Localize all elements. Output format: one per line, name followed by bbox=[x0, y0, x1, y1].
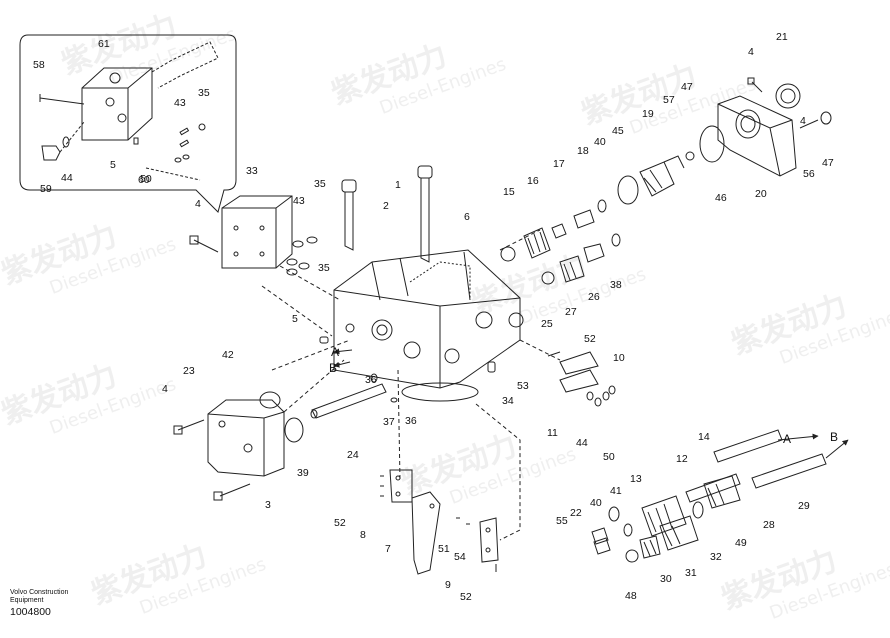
callout-51: 51 bbox=[438, 543, 450, 555]
callout-50: 50 bbox=[140, 173, 152, 185]
callout-35: 35 bbox=[314, 178, 326, 190]
callout-55: 55 bbox=[556, 515, 568, 527]
callout-33: 33 bbox=[246, 165, 258, 177]
callout-17: 17 bbox=[553, 158, 565, 170]
callout-28: 28 bbox=[763, 519, 775, 531]
callout-61: 61 bbox=[98, 38, 110, 50]
callout-9: 9 bbox=[445, 579, 451, 591]
callout-31: 31 bbox=[685, 567, 697, 579]
callout-5: 5 bbox=[110, 159, 116, 171]
callout-36: 36 bbox=[365, 374, 377, 386]
callout-4: 4 bbox=[195, 198, 201, 210]
callout-57: 57 bbox=[663, 94, 675, 106]
callout-29: 29 bbox=[798, 500, 810, 512]
callout-50: 50 bbox=[603, 451, 615, 463]
callout-12: 12 bbox=[676, 453, 688, 465]
callout-14: 14 bbox=[698, 431, 710, 443]
callout-43: 43 bbox=[293, 195, 305, 207]
callout-18: 18 bbox=[577, 145, 589, 157]
callout-15: 15 bbox=[503, 186, 515, 198]
flow-marker-a: A bbox=[783, 432, 791, 446]
callout-38: 38 bbox=[610, 279, 622, 291]
callout-23: 23 bbox=[183, 365, 195, 377]
callout-4: 4 bbox=[162, 383, 168, 395]
callout-56: 56 bbox=[803, 168, 815, 180]
drawing-id: 1004800 bbox=[10, 606, 51, 618]
callout-34: 34 bbox=[502, 395, 514, 407]
callout-60: 60 bbox=[138, 174, 150, 186]
callout-13: 13 bbox=[630, 473, 642, 485]
callout-21: 21 bbox=[776, 31, 788, 43]
callout-32: 32 bbox=[710, 551, 722, 563]
callout-44: 44 bbox=[576, 437, 588, 449]
callout-25: 25 bbox=[541, 318, 553, 330]
callout-49: 49 bbox=[735, 537, 747, 549]
manufacturer-caption: Volvo Construction Equipment bbox=[10, 589, 69, 604]
flow-marker-b: B bbox=[830, 430, 838, 444]
flow-marker-labels: A B A B bbox=[329, 345, 838, 446]
callout-58: 58 bbox=[33, 59, 45, 71]
callout-53: 53 bbox=[517, 380, 529, 392]
callout-3: 3 bbox=[265, 499, 271, 511]
callout-47: 47 bbox=[822, 157, 834, 169]
callout-59: 59 bbox=[40, 183, 52, 195]
callout-1: 1 bbox=[395, 179, 401, 191]
callout-47: 47 bbox=[681, 81, 693, 93]
callout-20: 20 bbox=[755, 188, 767, 200]
callout-6: 6 bbox=[464, 211, 470, 223]
callout-44: 44 bbox=[61, 172, 73, 184]
callout-4: 4 bbox=[748, 46, 754, 58]
callout-19: 19 bbox=[642, 108, 654, 120]
callout-52: 52 bbox=[334, 517, 346, 529]
callout-5: 5 bbox=[292, 313, 298, 325]
callout-54: 54 bbox=[454, 551, 466, 563]
callout-4: 4 bbox=[800, 115, 806, 127]
callout-45: 45 bbox=[612, 125, 624, 137]
callout-37: 37 bbox=[383, 416, 395, 428]
callout-46: 46 bbox=[715, 192, 727, 204]
callout-48: 48 bbox=[625, 590, 637, 602]
callout-35: 35 bbox=[198, 87, 210, 99]
detail-callout-bubble bbox=[19, 34, 237, 213]
callout-22: 22 bbox=[570, 507, 582, 519]
callout-30: 30 bbox=[660, 573, 672, 585]
callout-52: 52 bbox=[460, 591, 472, 603]
callout-35: 35 bbox=[318, 262, 330, 274]
callout-16: 16 bbox=[527, 175, 539, 187]
callout-42: 42 bbox=[222, 349, 234, 361]
callout-24: 24 bbox=[347, 449, 359, 461]
callout-43: 43 bbox=[174, 97, 186, 109]
callout-8: 8 bbox=[360, 529, 366, 541]
callout-52: 52 bbox=[584, 333, 596, 345]
callout-36: 36 bbox=[405, 415, 417, 427]
flow-marker-a: A bbox=[331, 345, 339, 359]
callout-11: 11 bbox=[547, 427, 558, 439]
callout-41: 41 bbox=[610, 485, 622, 497]
callout-10: 10 bbox=[613, 352, 625, 364]
callout-27: 27 bbox=[565, 306, 577, 318]
callout-7: 7 bbox=[385, 543, 391, 555]
callout-26: 26 bbox=[588, 291, 600, 303]
callout-40: 40 bbox=[594, 136, 606, 148]
flow-marker-b: B bbox=[329, 361, 337, 375]
callout-labels: 1 2 3 4 4 4 4 5 5 6 7 8 9 10 11 12 13 14… bbox=[33, 31, 834, 603]
callout-40: 40 bbox=[590, 497, 602, 509]
callout-39: 39 bbox=[297, 467, 309, 479]
callout-2: 2 bbox=[383, 200, 389, 212]
